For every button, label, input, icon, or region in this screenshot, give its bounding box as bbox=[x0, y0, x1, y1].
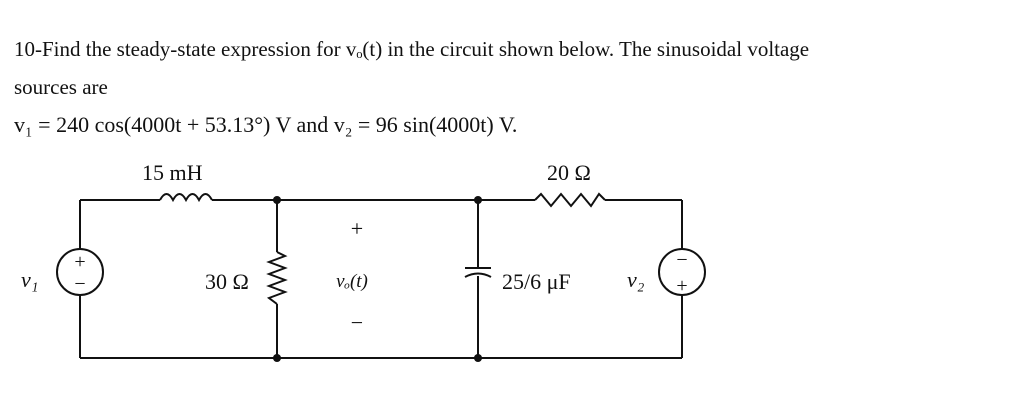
source2-label: v₂ bbox=[627, 267, 645, 292]
problem-line-2: sources are bbox=[14, 75, 108, 99]
source1-minus: − bbox=[74, 273, 85, 295]
problem-line-1: 10-Find the steady-state expression for … bbox=[14, 37, 810, 61]
output-plus: + bbox=[351, 216, 363, 241]
resistor-top-label: 20 Ω bbox=[547, 160, 591, 185]
inductor-coil bbox=[159, 193, 213, 203]
source1-plus: + bbox=[74, 251, 85, 273]
source2-minus: − bbox=[676, 249, 687, 271]
junction-dot bbox=[474, 354, 482, 362]
problem-line-3: v₁ = 240 cos(4000t + 53.13°) V and v₂ = … bbox=[14, 112, 518, 137]
source1-label: v₁ bbox=[21, 267, 38, 292]
resistor-shunt-label: 30 Ω bbox=[205, 269, 249, 294]
junction-dot bbox=[273, 354, 281, 362]
junction-dot bbox=[474, 196, 482, 204]
circuit-diagram: + − − + 15 mH 20 Ω 30 Ω 25/6 μF v₁ v₂ + … bbox=[21, 160, 706, 362]
output-label: vₒ(t) bbox=[336, 271, 368, 292]
capacitor-label: 25/6 μF bbox=[502, 269, 571, 294]
source2-circle bbox=[658, 248, 706, 296]
inductor-label: 15 mH bbox=[142, 160, 203, 185]
capacitor-plate-bottom bbox=[464, 272, 492, 278]
source1-circle bbox=[56, 248, 104, 296]
series-resistor bbox=[534, 192, 606, 208]
shunt-resistor bbox=[266, 251, 288, 305]
junction-dot bbox=[273, 196, 281, 204]
problem-statement: 10-Find the steady-state expression for … bbox=[14, 30, 999, 144]
output-minus: − bbox=[351, 310, 363, 335]
source2-plus: + bbox=[676, 275, 687, 297]
